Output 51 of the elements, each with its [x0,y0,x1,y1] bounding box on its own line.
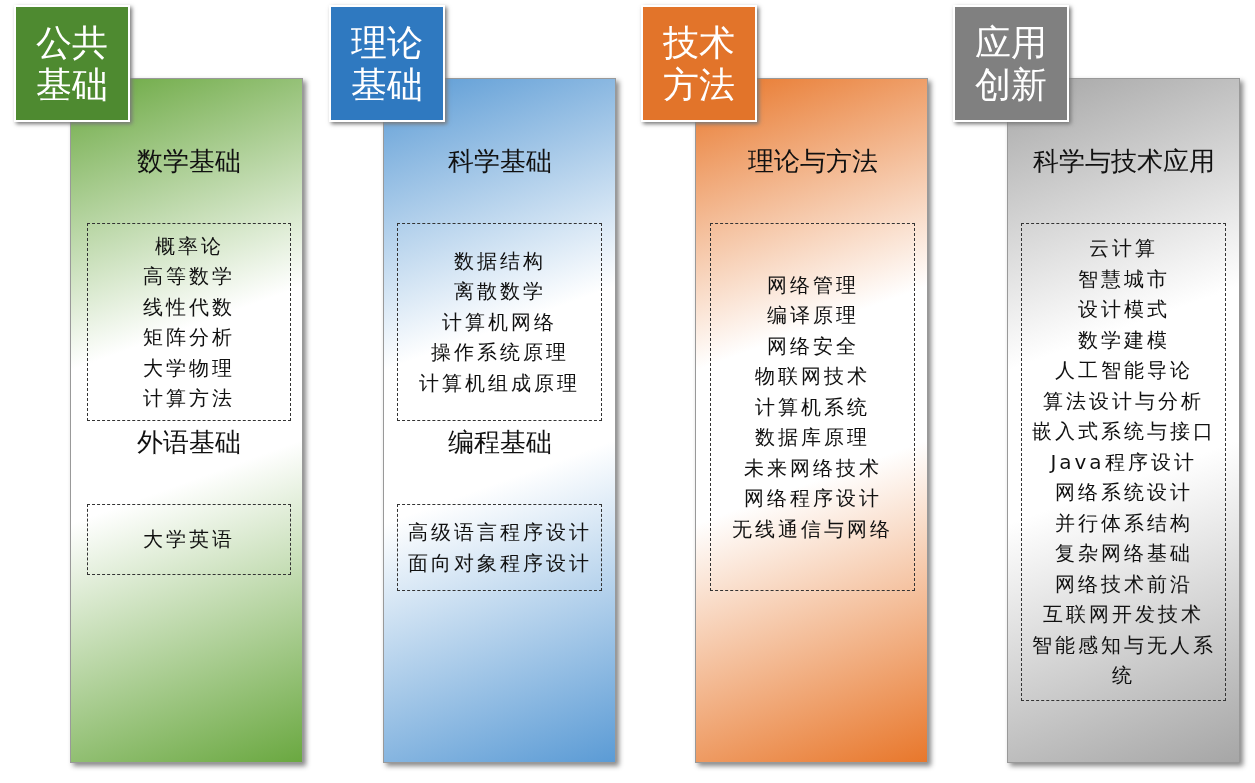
course-name: 矩阵分析 [143,324,235,351]
course-name: 设计模式 [1077,296,1170,324]
course-name: 无线通信与网络 [732,515,893,543]
section-heading: 科学与技术应用 [1031,145,1216,178]
category-label: 公共基础 [36,22,108,105]
course-name: 云计算 [1089,235,1158,263]
section-heading: 编程基础 [446,426,553,459]
course-name: 嵌入式系统与接口 [1031,418,1216,446]
category-label: 应用创新 [975,22,1047,105]
course-name: 高等数学 [143,263,235,290]
category-tab [14,5,130,122]
course-name: 大学物理 [143,354,235,382]
course-name: 复杂网络基础 [1054,540,1193,568]
course-name: 大学英语 [143,526,235,554]
section-heading: 数学基础 [136,145,242,178]
course-name: 网络管理 [766,271,859,299]
section-heading: 理论与方法 [746,145,879,178]
course-name: 数据库原理 [755,424,870,452]
course-name: 网络技术前沿 [1054,570,1193,598]
course-name: 线性代数 [143,293,235,321]
course-name: 智能感知与无人系统 [1030,631,1217,690]
course-name: 网络程序设计 [743,485,882,513]
course-name: 未来网络技术 [743,454,882,482]
course-name: 数据结构 [453,247,546,275]
course-name: 高级语言程序设计 [407,519,592,546]
course-name: 计算机网络 [442,308,557,336]
category-label: 理论基础 [351,22,423,105]
course-name: 编译原理 [766,302,859,330]
section-heading: 外语基础 [136,426,242,459]
category-tab [329,5,445,122]
course-name: 网络安全 [766,332,859,360]
category-tab [641,5,757,122]
course-name: 网络系统设计 [1054,479,1193,507]
course-name: 计算机组成原理 [419,369,580,397]
course-name: 计算方法 [143,385,235,412]
course-name: 并行体系结构 [1054,509,1193,537]
course-name: 算法设计与分析 [1043,387,1204,415]
category-tab [953,5,1069,122]
course-name: 面向对象程序设计 [407,549,592,577]
course-name: 计算机系统 [755,393,870,421]
course-name: 智慧城市 [1077,265,1170,293]
course-name: 物联网技术 [755,363,870,391]
course-name: 离散数学 [453,278,546,306]
course-name: 互联网开发技术 [1043,601,1204,629]
course-name: 数学建模 [1077,326,1170,354]
course-name: Java程序设计 [1050,448,1197,476]
course-name: 操作系统原理 [430,339,569,367]
section-heading: 科学基础 [446,145,553,178]
course-name: 概率论 [154,232,224,260]
course-name: 人工智能导论 [1054,357,1193,385]
category-label: 技术方法 [663,22,735,105]
